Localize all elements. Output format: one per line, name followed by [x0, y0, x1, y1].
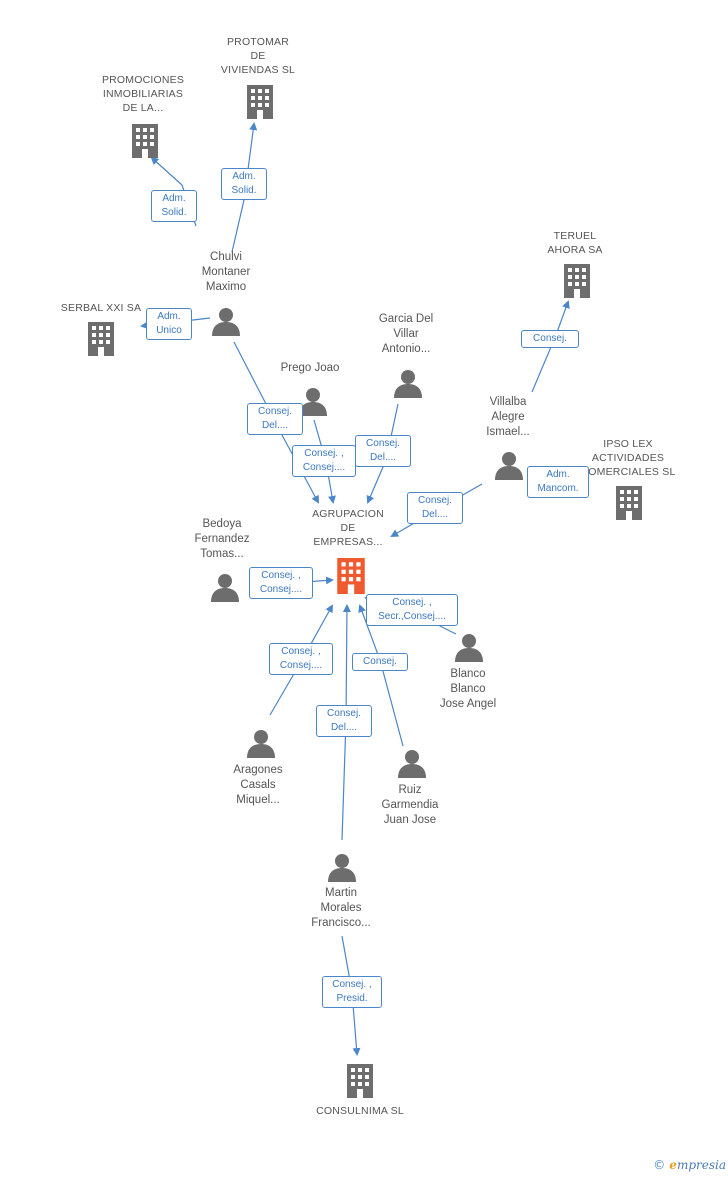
- node-villalba[interactable]: Villalba Alegre Ismael...: [486, 396, 530, 438]
- villalba-person-icon: [495, 452, 523, 480]
- edge-label-prego-agrupacion[interactable]: Consej. , Consej....: [292, 445, 356, 477]
- chulvi-person-icon: [212, 308, 240, 336]
- agrupacion-building-icon: [337, 558, 365, 594]
- garcia-person-icon: [394, 370, 422, 398]
- node-martin[interactable]: Martin Morales Francisco...: [311, 887, 371, 929]
- node-ipso[interactable]: IPSO LEX ACTIVIDADES COMERCIALES SL: [580, 438, 676, 478]
- edge-label-bedoya-agrupacion[interactable]: Consej. , Consej....: [249, 567, 313, 599]
- edge-label-villalba-ipso[interactable]: Adm. Mancom.: [527, 466, 589, 498]
- serbal-building-icon: [88, 322, 114, 356]
- edge-chulvi-agrupacion: [233, 341, 319, 504]
- edge-label-villalba-teruel[interactable]: Consej.: [521, 330, 579, 348]
- ipso-building-icon: [616, 486, 642, 520]
- consulnima-building-icon: [347, 1064, 373, 1098]
- edge-label-aragones-agrupacion[interactable]: Consej. , Consej....: [269, 643, 333, 675]
- promociones-building-icon: [132, 124, 158, 158]
- node-aragones[interactable]: Aragones Casals Miquel...: [233, 764, 283, 806]
- blanco-person-icon: [455, 634, 483, 662]
- edge-label-villalba-agrupacion[interactable]: Consej. Del....: [407, 492, 463, 524]
- teruel-building-icon: [564, 264, 590, 298]
- edge-label-chulvi-serbal[interactable]: Adm. Unico: [146, 308, 192, 340]
- edge-label-ruiz-agrupacion[interactable]: Consej.: [352, 653, 408, 671]
- edge-label-chulvi-agrupacion[interactable]: Consej. Del....: [247, 403, 303, 435]
- prego-person-icon: [299, 388, 327, 416]
- node-teruel[interactable]: TERUEL AHORA SA: [547, 230, 603, 256]
- node-blanco[interactable]: Blanco Blanco Jose Angel: [439, 668, 497, 710]
- edge-label-chulvi-protomar[interactable]: Adm. Solid.: [221, 168, 267, 200]
- brand-logo-initial: e: [669, 1158, 677, 1172]
- node-garcia[interactable]: Garcia Del Villar Antonio...: [378, 313, 434, 355]
- aragones-person-icon: [247, 730, 275, 758]
- node-chulvi[interactable]: Chulvi Montaner Maximo: [201, 251, 251, 293]
- protomar-building-icon: [247, 85, 273, 119]
- martin-person-icon: [328, 854, 356, 882]
- brand-footer[interactable]: ©empresia: [653, 1158, 726, 1172]
- brand-logo-text: mpresia: [676, 1158, 726, 1172]
- copyright-icon: ©: [653, 1158, 666, 1172]
- edge-label-garcia-agrupacion[interactable]: Consej. Del....: [355, 435, 411, 467]
- bedoya-person-icon: [211, 574, 239, 602]
- edge-label-martin-consulnima[interactable]: Consej. , Presid.: [322, 976, 382, 1008]
- node-ruiz[interactable]: Ruiz Garmendia Juan Jose: [381, 784, 439, 826]
- edge-label-blanco-agrupacion[interactable]: Consej. , Secr.,Consej....: [366, 594, 458, 626]
- node-protomar[interactable]: PROTOMAR DE VIVIENDAS SL: [220, 36, 296, 76]
- ruiz-person-icon: [398, 750, 426, 778]
- node-serbal[interactable]: SERBAL XXI SA: [60, 302, 142, 314]
- node-promociones[interactable]: PROMOCIONES INMOBILIARIAS DE LA...: [101, 74, 185, 114]
- edge-label-martin-agrupacion[interactable]: Consej. Del....: [316, 705, 372, 737]
- edge-chulvi-protomar: [231, 122, 258, 253]
- node-bedoya[interactable]: Bedoya Fernandez Tomas...: [194, 518, 250, 560]
- node-agrupacion[interactable]: AGRUPACION DE EMPRESAS...: [312, 508, 384, 548]
- node-consulnima[interactable]: CONSULNIMA SL: [316, 1105, 404, 1117]
- edge-label-chulvi-promociones[interactable]: Adm. Solid.: [151, 190, 197, 222]
- node-prego[interactable]: Prego Joao: [280, 362, 340, 374]
